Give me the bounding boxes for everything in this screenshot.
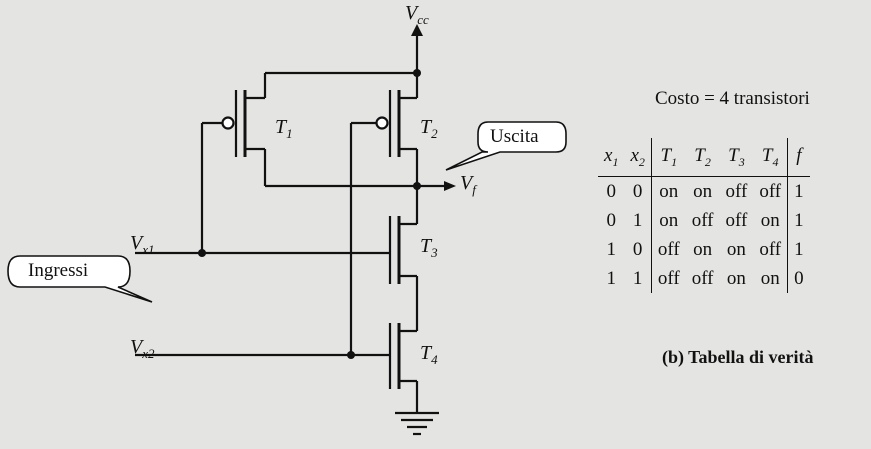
truth-table-cell: 1 xyxy=(632,267,643,289)
truth-table-cell: 0 xyxy=(787,264,810,293)
ingressi-callout xyxy=(7,255,153,303)
uscita-callout-text: Uscita xyxy=(490,126,539,147)
truth-table-cell: off xyxy=(691,267,714,289)
truth-table-cell: off xyxy=(725,180,748,202)
truth-table-cell: off xyxy=(725,209,748,231)
truth-table-cell: 0 xyxy=(632,238,643,260)
t2-transistor xyxy=(349,73,419,355)
truth-table-cell: 1 xyxy=(787,206,810,235)
ground-symbol xyxy=(395,411,439,436)
truth-table-header-cell: f xyxy=(787,138,810,177)
t1-label: T1 xyxy=(275,116,293,141)
truth-table-cell: on xyxy=(693,238,713,260)
truth-table-header-cell: T2 xyxy=(685,138,720,177)
truth-table-header-cell: T1 xyxy=(650,138,686,177)
truth-table-caption: (b) Tabella di verità xyxy=(662,347,814,367)
truth-table-header-cell: T4 xyxy=(753,138,788,177)
vcc-arrow xyxy=(411,24,423,36)
truth-table-cell: off xyxy=(650,264,686,293)
truth-table-cell: 1 xyxy=(787,176,810,206)
junction-dots xyxy=(198,69,421,359)
truth-table-cell: on xyxy=(726,267,746,289)
truth-table-cell: 0 xyxy=(606,209,616,231)
t3-transistor xyxy=(135,186,419,320)
truth-table-cell: on xyxy=(726,238,746,260)
t3-label: T3 xyxy=(420,235,438,260)
truth-table-cell: 1 xyxy=(632,209,643,231)
t1-transistor xyxy=(200,73,267,253)
truth-table-cell: on xyxy=(760,267,780,289)
truth-table-header-cell: T3 xyxy=(719,138,754,177)
truth-table-cell: 1 xyxy=(606,267,616,289)
truth-table-cell: on xyxy=(650,176,686,206)
truth-table-cell: off xyxy=(691,209,714,231)
vx2-label: Vx2 xyxy=(130,336,155,361)
truth-table-cell: on xyxy=(650,206,686,235)
truth-table-cell: on xyxy=(693,180,713,202)
vx1-label: Vx1 xyxy=(130,232,155,257)
t4-transistor xyxy=(135,320,419,413)
truth-table-cell: 1 xyxy=(606,238,616,260)
truth-table-header-cell: x1 xyxy=(598,138,625,177)
vf-label: Vf xyxy=(460,172,476,197)
uscita-callout xyxy=(445,121,567,171)
cost-label: Costo = 4 transistori xyxy=(655,88,810,109)
truth-table-cell: off xyxy=(759,180,782,202)
truth-table-header-cell: x2 xyxy=(624,138,652,177)
t2-label: T2 xyxy=(420,116,438,141)
truth-table-cell: 0 xyxy=(606,180,616,202)
truth-table-cell: 0 xyxy=(632,180,643,202)
output-arrow xyxy=(444,181,456,191)
truth-table-cell: off xyxy=(650,235,686,264)
ingressi-callout-text: Ingressi xyxy=(28,260,89,281)
truth-table-cell: on xyxy=(760,209,780,231)
truth-table-cell: 1 xyxy=(787,235,810,264)
truth-table-cell: off xyxy=(759,238,782,260)
vcc-label: Vcc xyxy=(405,2,429,27)
t4-label: T4 xyxy=(420,342,438,367)
